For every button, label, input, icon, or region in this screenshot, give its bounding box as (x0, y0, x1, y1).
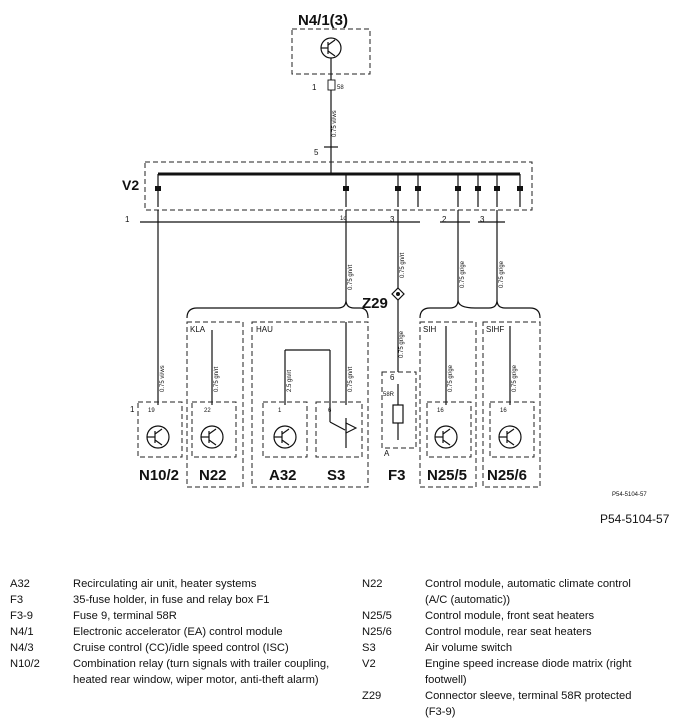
wire-label: 0.75 gn/rt (348, 264, 354, 290)
group-label: KLA (190, 325, 206, 334)
module-a32: 1 (262, 401, 308, 458)
terminal-label: 1d (340, 216, 347, 222)
wire-label: 0.75 gr/ge (460, 260, 466, 288)
legend-code: F3-9 (10, 610, 34, 622)
svg-text:6: 6 (390, 373, 395, 382)
svg-text:58: 58 (337, 85, 344, 91)
connector-sleeve-icon (391, 287, 405, 301)
legend-code: N22 (362, 578, 383, 590)
group-box-sih (419, 321, 477, 488)
wire-label: 0.75 gn/rt (214, 366, 220, 392)
legend-code: N4/3 (10, 642, 34, 654)
legend-description: Electronic accelerator (EA) control modu… (73, 626, 283, 638)
wire-label: 0.75 vi/ws (160, 365, 166, 392)
wire-label: 0.75 gr/ge (448, 364, 454, 392)
group-box-hau (251, 321, 369, 488)
legend-code: N25/6 (362, 626, 392, 638)
legend-description: Control module, rear seat heaters (425, 626, 592, 638)
component-label: N25/5 (427, 467, 467, 484)
legend-description: Control module, front seat heaters (425, 610, 595, 622)
legend-description: Engine speed increase diode matrix (righ… (425, 658, 632, 686)
legend-description: Control module, automatic climate contro… (425, 578, 631, 606)
terminal-label: 2 (442, 215, 447, 224)
svg-text:19: 19 (148, 408, 155, 414)
transistor-icon (320, 37, 342, 59)
wire-label: 0.75 gn/rt (400, 252, 406, 278)
wire-label: 0.75 vi/ws (332, 110, 338, 137)
legend-code: A32 (10, 578, 30, 590)
svg-text:1: 1 (130, 405, 135, 414)
legend-description: 35-fuse holder, in fuse and relay box F1 (73, 594, 270, 606)
legend-code: S3 (362, 642, 376, 654)
component-label: F3 (388, 467, 406, 484)
terminal-label: 5 (314, 148, 319, 157)
legend-description: Recirculating air unit, heater systems (73, 578, 257, 590)
wiring-diagram: N4/1(3) 58 1 0.75 vi/ws 5 V2 1 1 (122, 12, 647, 498)
legend-code: F3 (10, 594, 24, 606)
terminal-label: 1 (312, 83, 317, 92)
terminal-label: 3 (390, 215, 395, 224)
component-label: N10/2 (139, 467, 179, 484)
legend-description: Air volume switch (425, 642, 513, 654)
group-label: SIHF (486, 325, 504, 334)
module-n22: 22 (191, 401, 237, 458)
module-n10-2: 19 1 (130, 401, 183, 458)
terminal-label: 3 (480, 215, 485, 224)
module-s3: 6 (315, 401, 363, 458)
wire-label: 2.5 gn/rt (287, 370, 293, 392)
group-box-sihf (482, 321, 541, 488)
svg-text:1: 1 (278, 408, 282, 414)
component-label: S3 (327, 467, 345, 484)
legend-description: Fuse 9, terminal 58R (73, 610, 177, 622)
legend-description: Cruise control (CC)/idle speed control (… (73, 642, 289, 654)
legend-code: Z29 (362, 690, 382, 702)
legend-code: N4/1 (10, 626, 34, 638)
figure-id: P54-5104-57 (600, 512, 670, 526)
module-n25-6: 16 (489, 401, 535, 458)
group-label: SIH (423, 325, 437, 334)
svg-text:22: 22 (204, 408, 211, 414)
legend-code: V2 (362, 658, 376, 670)
diode-matrix-box (144, 161, 533, 211)
svg-text:16: 16 (437, 408, 444, 414)
module-f3: 6 58R A (381, 371, 417, 458)
wire-label: 0.75 gr/ge (499, 260, 505, 288)
terminal-label: 1 (125, 215, 130, 224)
bus-label: V2 (122, 177, 139, 193)
connector-label: Z29 (362, 295, 388, 312)
svg-text:A: A (384, 449, 390, 458)
legend: A32 Recirculating air unit, heater system… (0, 576, 691, 726)
svg-text:58R: 58R (383, 392, 395, 398)
svg-text:16: 16 (500, 408, 507, 414)
group-label: HAU (256, 325, 273, 334)
legend-code: N10/2 (10, 658, 40, 670)
component-label: N25/6 (487, 467, 527, 484)
legend-description: Connector sleeve, terminal 58R protected… (425, 690, 632, 718)
group-box-kla (186, 321, 244, 488)
diode-taps (155, 174, 523, 207)
legend-code: N25/5 (362, 610, 392, 622)
module-n25-5: 16 (426, 401, 472, 458)
component-label: N22 (199, 467, 227, 484)
legend-description: Combination relay (turn signals with tra… (73, 658, 330, 686)
wire-label: 0.75 gr/ge (399, 330, 405, 358)
svg-text:6: 6 (328, 408, 332, 414)
component-label: A32 (269, 467, 297, 484)
wire-label: 0.75 gn/rt (348, 366, 354, 392)
wire-label: 0.75 gr/ge (512, 364, 518, 392)
top-component-label: N4/1(3) (298, 12, 348, 29)
small-figure-id: P54-5104-57 (612, 492, 647, 498)
